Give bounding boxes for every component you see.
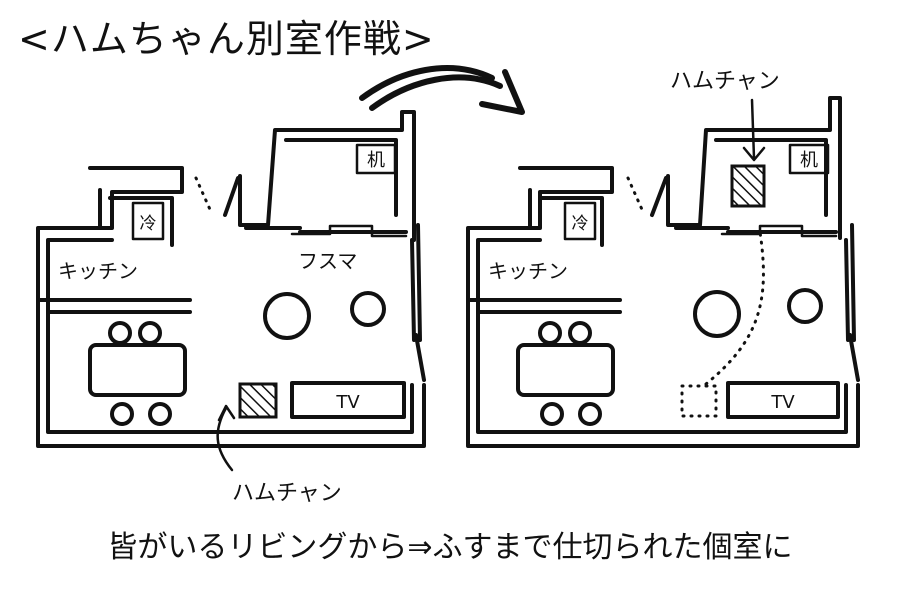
- right-cage-arrow: [742, 98, 766, 162]
- right-chair: [540, 402, 564, 426]
- right-hamster-cage: [730, 164, 766, 208]
- right-chair: [568, 321, 592, 345]
- left-upper-walls: [223, 110, 426, 382]
- left-desk-label: 机: [367, 150, 385, 171]
- transition-arrow: [359, 65, 525, 115]
- right-cushion: [693, 290, 741, 338]
- right-desk-label: 机: [800, 150, 818, 171]
- left-cage-arrow: [216, 404, 236, 472]
- right-dining-table: [516, 343, 615, 397]
- right-chair: [578, 402, 602, 426]
- left-outer-wall: [36, 166, 426, 448]
- caption: 皆がいるリビングから⇒ふすまで仕切られた個室に: [107, 530, 793, 565]
- left-kitchen-label: キッチン: [58, 259, 138, 283]
- right-old-cage-spot: [680, 384, 718, 418]
- left-fusuma-label: フスマ: [298, 249, 357, 273]
- plan-after: 冷 机 キッチン TV ハムチャン: [466, 69, 860, 448]
- left-fusuma-doors: [290, 224, 408, 238]
- left-dining-table: [88, 343, 187, 397]
- right-cushion: [787, 288, 823, 324]
- right-fusuma-doors: [720, 224, 838, 238]
- right-door-dotted: [626, 176, 646, 216]
- page-title: <ハムちゃん別室作戦>: [18, 17, 435, 61]
- left-chair: [108, 321, 132, 345]
- left-chair: [148, 402, 172, 426]
- left-chair: [138, 321, 162, 345]
- right-kitchen-label: キッチン: [488, 259, 568, 283]
- left-fridge-label: 冷: [140, 214, 157, 234]
- right-kitchen-wall: [468, 188, 622, 314]
- right-move-path: [704, 230, 765, 386]
- left-hamchan-label: ハムチャン: [232, 481, 342, 506]
- right-fridge: [563, 201, 597, 241]
- left-tv: [290, 381, 406, 419]
- plan-before: 冷 机 キッチン フスマ TV ハムチャン: [36, 110, 426, 506]
- right-hamchan-label: ハムチャン: [670, 69, 780, 94]
- left-door-dotted: [194, 176, 214, 216]
- right-fridge-label: 冷: [572, 214, 589, 234]
- left-kitchen-wall: [38, 188, 192, 314]
- right-upper-walls: [650, 96, 860, 382]
- left-hamster-cage: [238, 382, 278, 419]
- right-chair: [538, 321, 562, 345]
- left-desk: [355, 143, 397, 175]
- right-outer-wall: [466, 166, 860, 448]
- left-fridge: [131, 201, 165, 241]
- left-chair: [110, 402, 134, 426]
- left-cushion: [350, 291, 386, 327]
- right-tv-label: TV: [770, 392, 795, 413]
- right-desk: [788, 143, 830, 175]
- left-cushion: [263, 292, 311, 340]
- left-tv-label: TV: [335, 392, 360, 413]
- right-tv: [726, 381, 840, 419]
